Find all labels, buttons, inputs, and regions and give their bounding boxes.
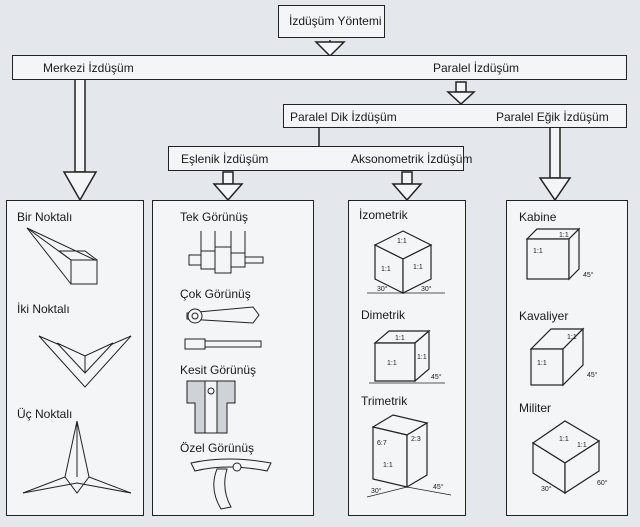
militer-angle-right: 60°: [597, 479, 608, 487]
item-bir-noktali: Bir Noktalı: [17, 210, 73, 224]
arrow-shaft-eslenik: [222, 171, 234, 185]
iso-mark-right: 1:1: [413, 264, 423, 271]
tri-mark-c: 1:1: [383, 462, 393, 469]
kabine-mark-front: 1:1: [533, 248, 543, 255]
militer-mark-right: 1:1: [577, 442, 587, 449]
top-box: İzdüşüm Yöntemi: [278, 5, 385, 38]
item-kabine: Kabine: [519, 210, 557, 224]
dimetric-cube-figure: 1:1 1:1 1:1 45°: [369, 329, 445, 384]
militer-angle-left: 30°: [541, 485, 552, 493]
level1-left-label: Merkezi İzdüşüm: [43, 61, 134, 75]
level2-left-label: Paralel Dik İzdüşüm: [290, 110, 397, 124]
dim-mark-right: 1:1: [417, 354, 427, 361]
single-view-shaft-figure: [188, 231, 264, 274]
multi-view-link-figure: [184, 306, 262, 350]
column-egik: Kabine Kavaliyer Militer 1:1 1:1 45° 1:1…: [506, 200, 628, 516]
trimetric-cube-figure: 6:7 2:3 1:1 30° 45°: [366, 414, 452, 498]
item-dimetrik: Dimetrik: [361, 308, 405, 322]
arrow-head-eslenik: [212, 183, 244, 202]
kabine-mark-top: 1:1: [559, 232, 569, 239]
level2-bar: Paralel Dik İzdüşüm Paralel Eğik İzdüşüm: [283, 104, 627, 128]
item-iki-noktali: İki Noktalı: [17, 302, 70, 316]
level3-right-label: Aksonometrik İzdüşüm: [351, 152, 473, 166]
arrow-head-egik: [538, 177, 572, 202]
arrow-head-parallel: [446, 91, 476, 106]
item-kesit-gorunus: Kesit Görünüş: [180, 363, 257, 377]
dim-mark-left: 1:1: [387, 360, 397, 367]
item-izometrik: İzometrik: [359, 208, 408, 222]
isometric-cube-figure: 1:1 1:1 1:1 30° 30°: [367, 230, 445, 294]
level3-left-label: Eşlenik İzdüşüm: [181, 152, 269, 166]
arrow-head-akso: [391, 183, 423, 202]
cabinet-oblique-figure: 1:1 1:1 45°: [525, 227, 594, 281]
dim-mark-top: 1:1: [395, 335, 405, 342]
militer-mark-left: 1:1: [559, 436, 569, 443]
special-view-figure: [190, 458, 272, 510]
arrow-shaft-merkezi: [74, 78, 86, 173]
column-aksonometrik: İzometrik Dimetrik Trimetrik 1:1 1:1 1:1…: [348, 200, 466, 516]
column-eslenik: Tek Görünüş Çok Görünüş Kesit Görünüş Öz…: [152, 200, 314, 516]
iso-angle-left: 30°: [377, 285, 388, 293]
iso-mark-top: 1:1: [397, 238, 407, 245]
item-uc-noktali: Üç Noktalı: [17, 407, 73, 421]
arrow-shaft-akso: [401, 171, 413, 185]
item-ozel-gorunus: Özel Görünüş: [180, 441, 255, 455]
item-trimetrik: Trimetrik: [361, 394, 408, 408]
three-point-perspective-figure: [22, 420, 132, 494]
item-kavaliyer: Kavaliyer: [519, 309, 569, 323]
tri-mark-a: 6:7: [377, 440, 387, 447]
kabine-angle: 45°: [583, 271, 594, 279]
level1-bar: Merkezi İzdüşüm Paralel İzdüşüm: [12, 55, 627, 80]
item-militer: Militer: [519, 401, 551, 415]
iso-angle-right: 30°: [421, 285, 432, 293]
kavaliyer-mark-top: 1:1: [567, 334, 577, 341]
item-tek-gorunus: Tek Görünüş: [180, 210, 249, 224]
level1-right-label: Paralel İzdüşüm: [433, 61, 520, 75]
arrow-head-merkezi: [62, 171, 98, 202]
cavalier-oblique-figure: 1:1 1:1 45°: [529, 327, 598, 387]
military-oblique-figure: 1:1 1:1 30° 60°: [531, 420, 608, 495]
arrow-head-top: [314, 41, 346, 58]
arrow-shaft-parallel: [455, 81, 467, 93]
kavaliyer-mark-front: 1:1: [537, 360, 547, 367]
column-merkezi: Bir Noktalı İki Noktalı Üç Noktalı: [6, 200, 144, 516]
section-view-figure: [186, 380, 236, 434]
tri-mark-b: 2:3: [411, 436, 421, 443]
tri-angle-right: 45°: [433, 483, 444, 491]
kavaliyer-angle: 45°: [587, 371, 598, 379]
two-point-perspective-figure: [38, 335, 132, 388]
iso-mark-left: 1:1: [381, 266, 391, 273]
level2-right-label: Paralel Eğik İzdüşüm: [496, 110, 609, 124]
dim-angle: 45°: [431, 373, 442, 381]
top-title: İzdüşüm Yöntemi: [289, 14, 382, 28]
one-point-perspective-figure: [26, 227, 98, 285]
arrow-shaft-egik: [549, 126, 561, 179]
tri-angle-left: 30°: [371, 487, 382, 495]
level3-bar: Eşlenik İzdüşüm Aksonometrik İzdüşüm: [168, 146, 472, 171]
item-cok-gorunus: Çok Görünüş: [180, 287, 251, 301]
